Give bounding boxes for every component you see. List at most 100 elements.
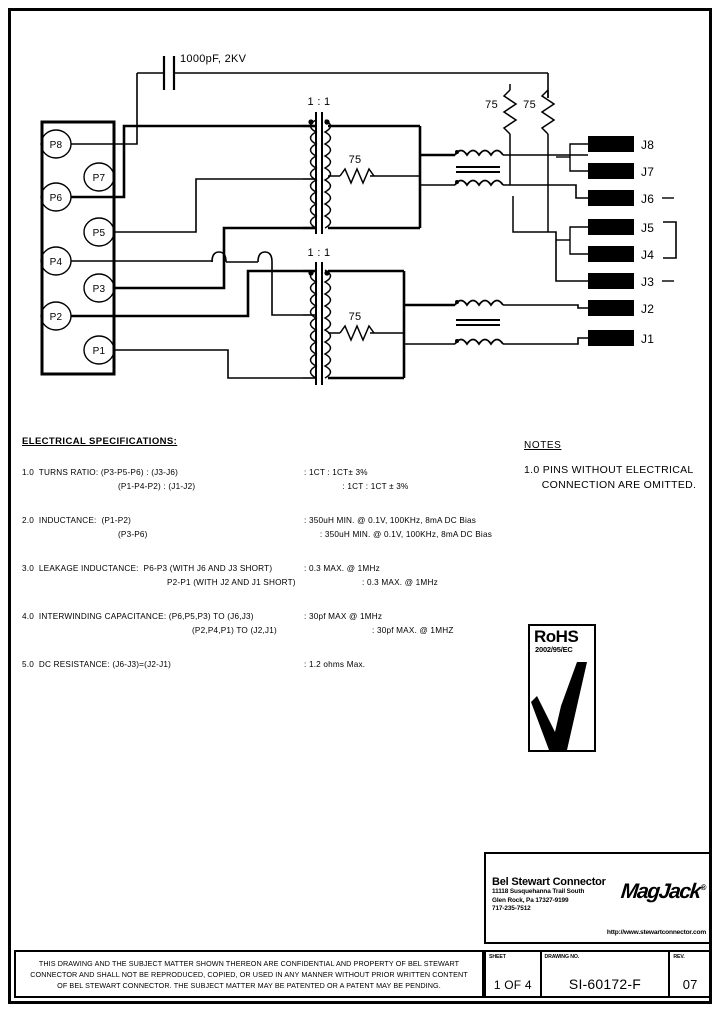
rohs-checkmark-icon — [531, 662, 587, 750]
spec-label: 1.0 TURNS RATIO: — [22, 468, 99, 477]
rohs-logo: RoHS 2002/95/EC — [528, 624, 596, 752]
notes-line-1: 1.0 PINS WITHOUT ELECTRICAL — [524, 464, 694, 476]
jack-pad-J2: J2 — [588, 300, 654, 316]
registered-mark: ® — [699, 883, 705, 892]
spec-label: 5.0 DC RESISTANCE: — [22, 660, 110, 669]
legal-line-1: THIS DRAWING AND THE SUBJECT MATTER SHOW… — [38, 958, 460, 968]
spec-item-leakage-inductance: 3.0 LEAKAGE INDUCTANCE: P6-P3 (WITH J6 A… — [22, 563, 492, 589]
net-upper-secondary: 75 — [328, 124, 422, 230]
connector-pin-P5: P5 — [83, 217, 115, 247]
jack-pad-J3: J3 — [588, 273, 674, 289]
svg-text:J1: J1 — [641, 332, 654, 346]
sheet-value: 1 OF 4 — [493, 978, 532, 992]
rohs-standard: 2002/95/EC — [535, 645, 573, 654]
spec-value: (P3-P6) — [118, 530, 148, 539]
spec-value: (P1-P4-P2) : (J1-J2) — [118, 482, 196, 491]
resistor-label-lower: 75 — [349, 311, 362, 323]
resistor-label-upper: 75 — [349, 154, 362, 166]
jack-pad-J1: J1 — [588, 330, 654, 346]
spec-value: (J6-J3)=(J2-J1) — [112, 660, 172, 669]
choke-upper — [454, 149, 566, 187]
company-address-line-1: 11118 Susquehanna Trail South — [492, 888, 585, 895]
choke-lower — [454, 299, 566, 346]
svg-text:J3: J3 — [641, 275, 654, 289]
jack-tie-J8-J7 — [556, 143, 588, 172]
sheet-label: SHEET — [489, 954, 506, 960]
svg-text:J2: J2 — [641, 302, 654, 316]
spec-value: (P2,P4,P1) TO (J2,J1) — [192, 626, 277, 635]
net-p6 — [71, 124, 303, 199]
notes-heading: NOTES — [524, 440, 562, 451]
ratio-label-lower: 1 : 1 — [308, 247, 331, 259]
drawing-number-cell: DRAWING NO. SI-60172-F — [542, 952, 671, 996]
notes-section: NOTES 1.0 PINS WITHOUT ELECTRICAL CONNEC… — [524, 440, 714, 493]
spec-result: : 0.3 MAX. @ 1MHz — [362, 578, 438, 587]
spec-item-dc-resistance: 5.0 DC RESISTANCE: (J6-J3)=(J2-J1) : 1.2… — [22, 659, 492, 671]
drawing-number-block: SHEET 1 OF 4 DRAWING NO. SI-60172-F REV.… — [484, 950, 712, 998]
notes-line-2: CONNECTION ARE OMITTED. — [541, 479, 697, 491]
jack-pad-J6: J6 — [588, 190, 674, 206]
title-block: Bel Stewart Connector 11118 Susquehanna … — [484, 852, 712, 944]
svg-text:P4: P4 — [50, 257, 63, 268]
spec-result: : 350uH MIN. @ 0.1V, 100KHz, 8mA DC Bias — [319, 530, 492, 539]
svg-text:J6: J6 — [641, 192, 654, 206]
revision-label: REV. — [673, 954, 685, 960]
electrical-specifications: ELECTRICAL SPECIFICATIONS: 1.0 TURNS RAT… — [22, 436, 492, 693]
spec-result: : 1CT : 1CT± 3% — [304, 468, 368, 477]
capacitor-label: 1000pF, 2KV — [180, 53, 247, 65]
legal-line-3: OF BEL STEWART CONNECTOR. THE SUBJECT MA… — [57, 980, 441, 990]
ratio-label-upper: 1 : 1 — [308, 96, 331, 108]
net-p2 — [71, 269, 303, 318]
net-lower-secondary: 75 — [328, 269, 406, 380]
jack-pad-J8: J8 — [588, 136, 654, 152]
jack-bracket-marker — [663, 221, 677, 259]
resistor-term-2: 75 — [523, 89, 556, 196]
specs-heading: ELECTRICAL SPECIFICATIONS: — [22, 436, 178, 447]
resistor-term-1: 75 — [485, 84, 518, 162]
jack-tie-J5-J4 — [556, 226, 588, 255]
svg-text:P8: P8 — [50, 140, 63, 151]
net-p4 — [71, 251, 303, 316]
connector-pin-P7: P7 — [83, 162, 115, 192]
svg-text:P3: P3 — [93, 284, 106, 295]
magjack-logo-text: MagJack — [619, 880, 701, 903]
spec-value: (P1-P2) — [101, 516, 132, 525]
website-url[interactable]: http://www.stewartconnector.com — [606, 929, 706, 936]
company-name: Bel Stewart Connector — [492, 876, 606, 888]
spec-label: 2.0 INDUCTANCE: — [22, 516, 97, 525]
legal-line-2: CONNECTOR AND SHALL NOT BE REPRODUCED, C… — [30, 969, 468, 979]
spec-value: (P6,P5,P3) TO (J6,J3) — [168, 612, 254, 621]
svg-text:P2: P2 — [50, 312, 63, 323]
resistor-term-1-label: 75 — [485, 99, 498, 111]
svg-text:J4: J4 — [641, 248, 654, 262]
company-address-line-2: Glen Rock, Pa 17327-9199 — [492, 896, 569, 904]
revision-cell: REV. 07 — [670, 952, 710, 996]
connector-body — [40, 120, 116, 376]
net-p3 — [114, 226, 303, 290]
net-p1 — [114, 349, 303, 379]
svg-text:P5: P5 — [93, 228, 106, 239]
connector-pin-P3: P3 — [83, 273, 115, 303]
connector-pin-P2: P2 — [40, 301, 72, 331]
svg-text:P6: P6 — [50, 193, 63, 204]
net-p5 — [114, 178, 303, 233]
legal-notice: THIS DRAWING AND THE SUBJECT MATTER SHOW… — [14, 950, 484, 998]
connector-pin-P4: P4 — [40, 246, 72, 276]
jack-pad-J7: J7 — [588, 163, 654, 179]
drawing-number-label: DRAWING NO. — [544, 954, 580, 960]
drawing-number-value: SI-60172-F — [568, 976, 641, 992]
connector-pin-P6: P6 — [40, 182, 72, 212]
jack-pad-J4: J4 — [588, 246, 654, 262]
magjack-logo: MagJack® — [619, 880, 705, 904]
company-phone: 717-235-7512 — [492, 905, 531, 913]
spec-result: : 30pf MAX @ 1MHz — [304, 612, 383, 621]
spec-result: : 30pf MAX. @ 1MHZ — [372, 626, 454, 635]
svg-text:J8: J8 — [641, 138, 654, 152]
svg-text:J5: J5 — [641, 221, 654, 235]
net-upper-out — [420, 153, 455, 186]
revision-value: 07 — [682, 977, 698, 992]
spec-label: 3.0 LEAKAGE INDUCTANCE: — [22, 564, 139, 573]
net-termination-bus — [509, 162, 549, 233]
net-p8 — [71, 73, 138, 145]
